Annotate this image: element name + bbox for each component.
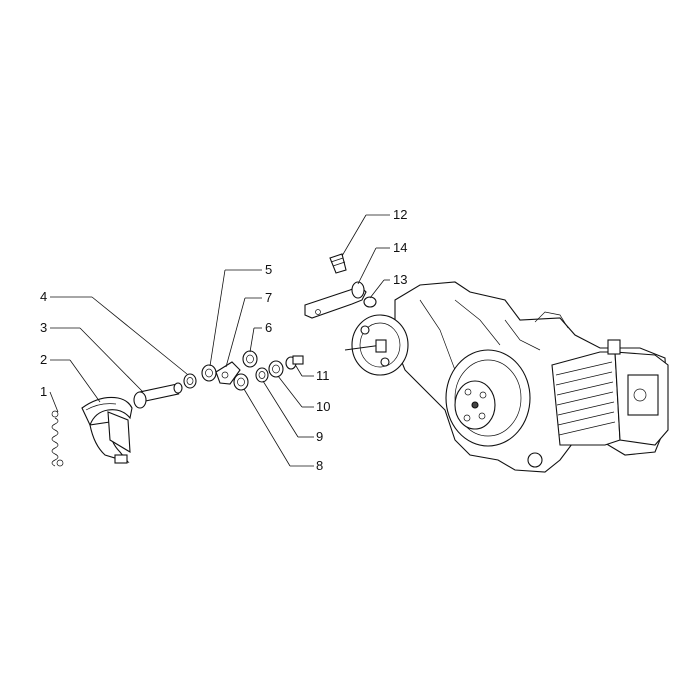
callout-2: 2 xyxy=(40,352,47,367)
bolt-11 xyxy=(285,355,304,370)
engine-assembly xyxy=(344,281,669,473)
washer-6 xyxy=(242,350,258,368)
lever-nut xyxy=(363,296,377,308)
callout-5: 5 xyxy=(265,262,272,277)
brake-cam-pin xyxy=(133,382,183,409)
callout-1: 1 xyxy=(40,384,47,399)
callout-12: 12 xyxy=(393,207,407,222)
washer-5 xyxy=(201,364,217,382)
brake-spring xyxy=(51,410,64,467)
brake-shoes xyxy=(81,396,133,464)
brake-lever xyxy=(304,281,367,319)
callout-7: 7 xyxy=(265,290,272,305)
callout-labels: 1 2 3 4 5 6 7 8 9 10 11 12 13 14 xyxy=(40,207,407,473)
pin-seal xyxy=(183,373,197,389)
callout-14: 14 xyxy=(393,240,407,255)
leader-lines xyxy=(49,214,390,467)
callout-8: 8 xyxy=(316,458,323,473)
washer-8 xyxy=(233,373,249,391)
nut-10 xyxy=(268,360,284,378)
adjuster-screw xyxy=(329,253,347,274)
callout-3: 3 xyxy=(40,320,47,335)
callout-9: 9 xyxy=(316,429,323,444)
callout-4: 4 xyxy=(40,289,47,304)
callout-6: 6 xyxy=(265,320,272,335)
callout-13: 13 xyxy=(393,272,407,287)
callout-11: 11 xyxy=(316,368,330,383)
callout-10: 10 xyxy=(316,399,330,414)
washer-9 xyxy=(255,367,269,383)
